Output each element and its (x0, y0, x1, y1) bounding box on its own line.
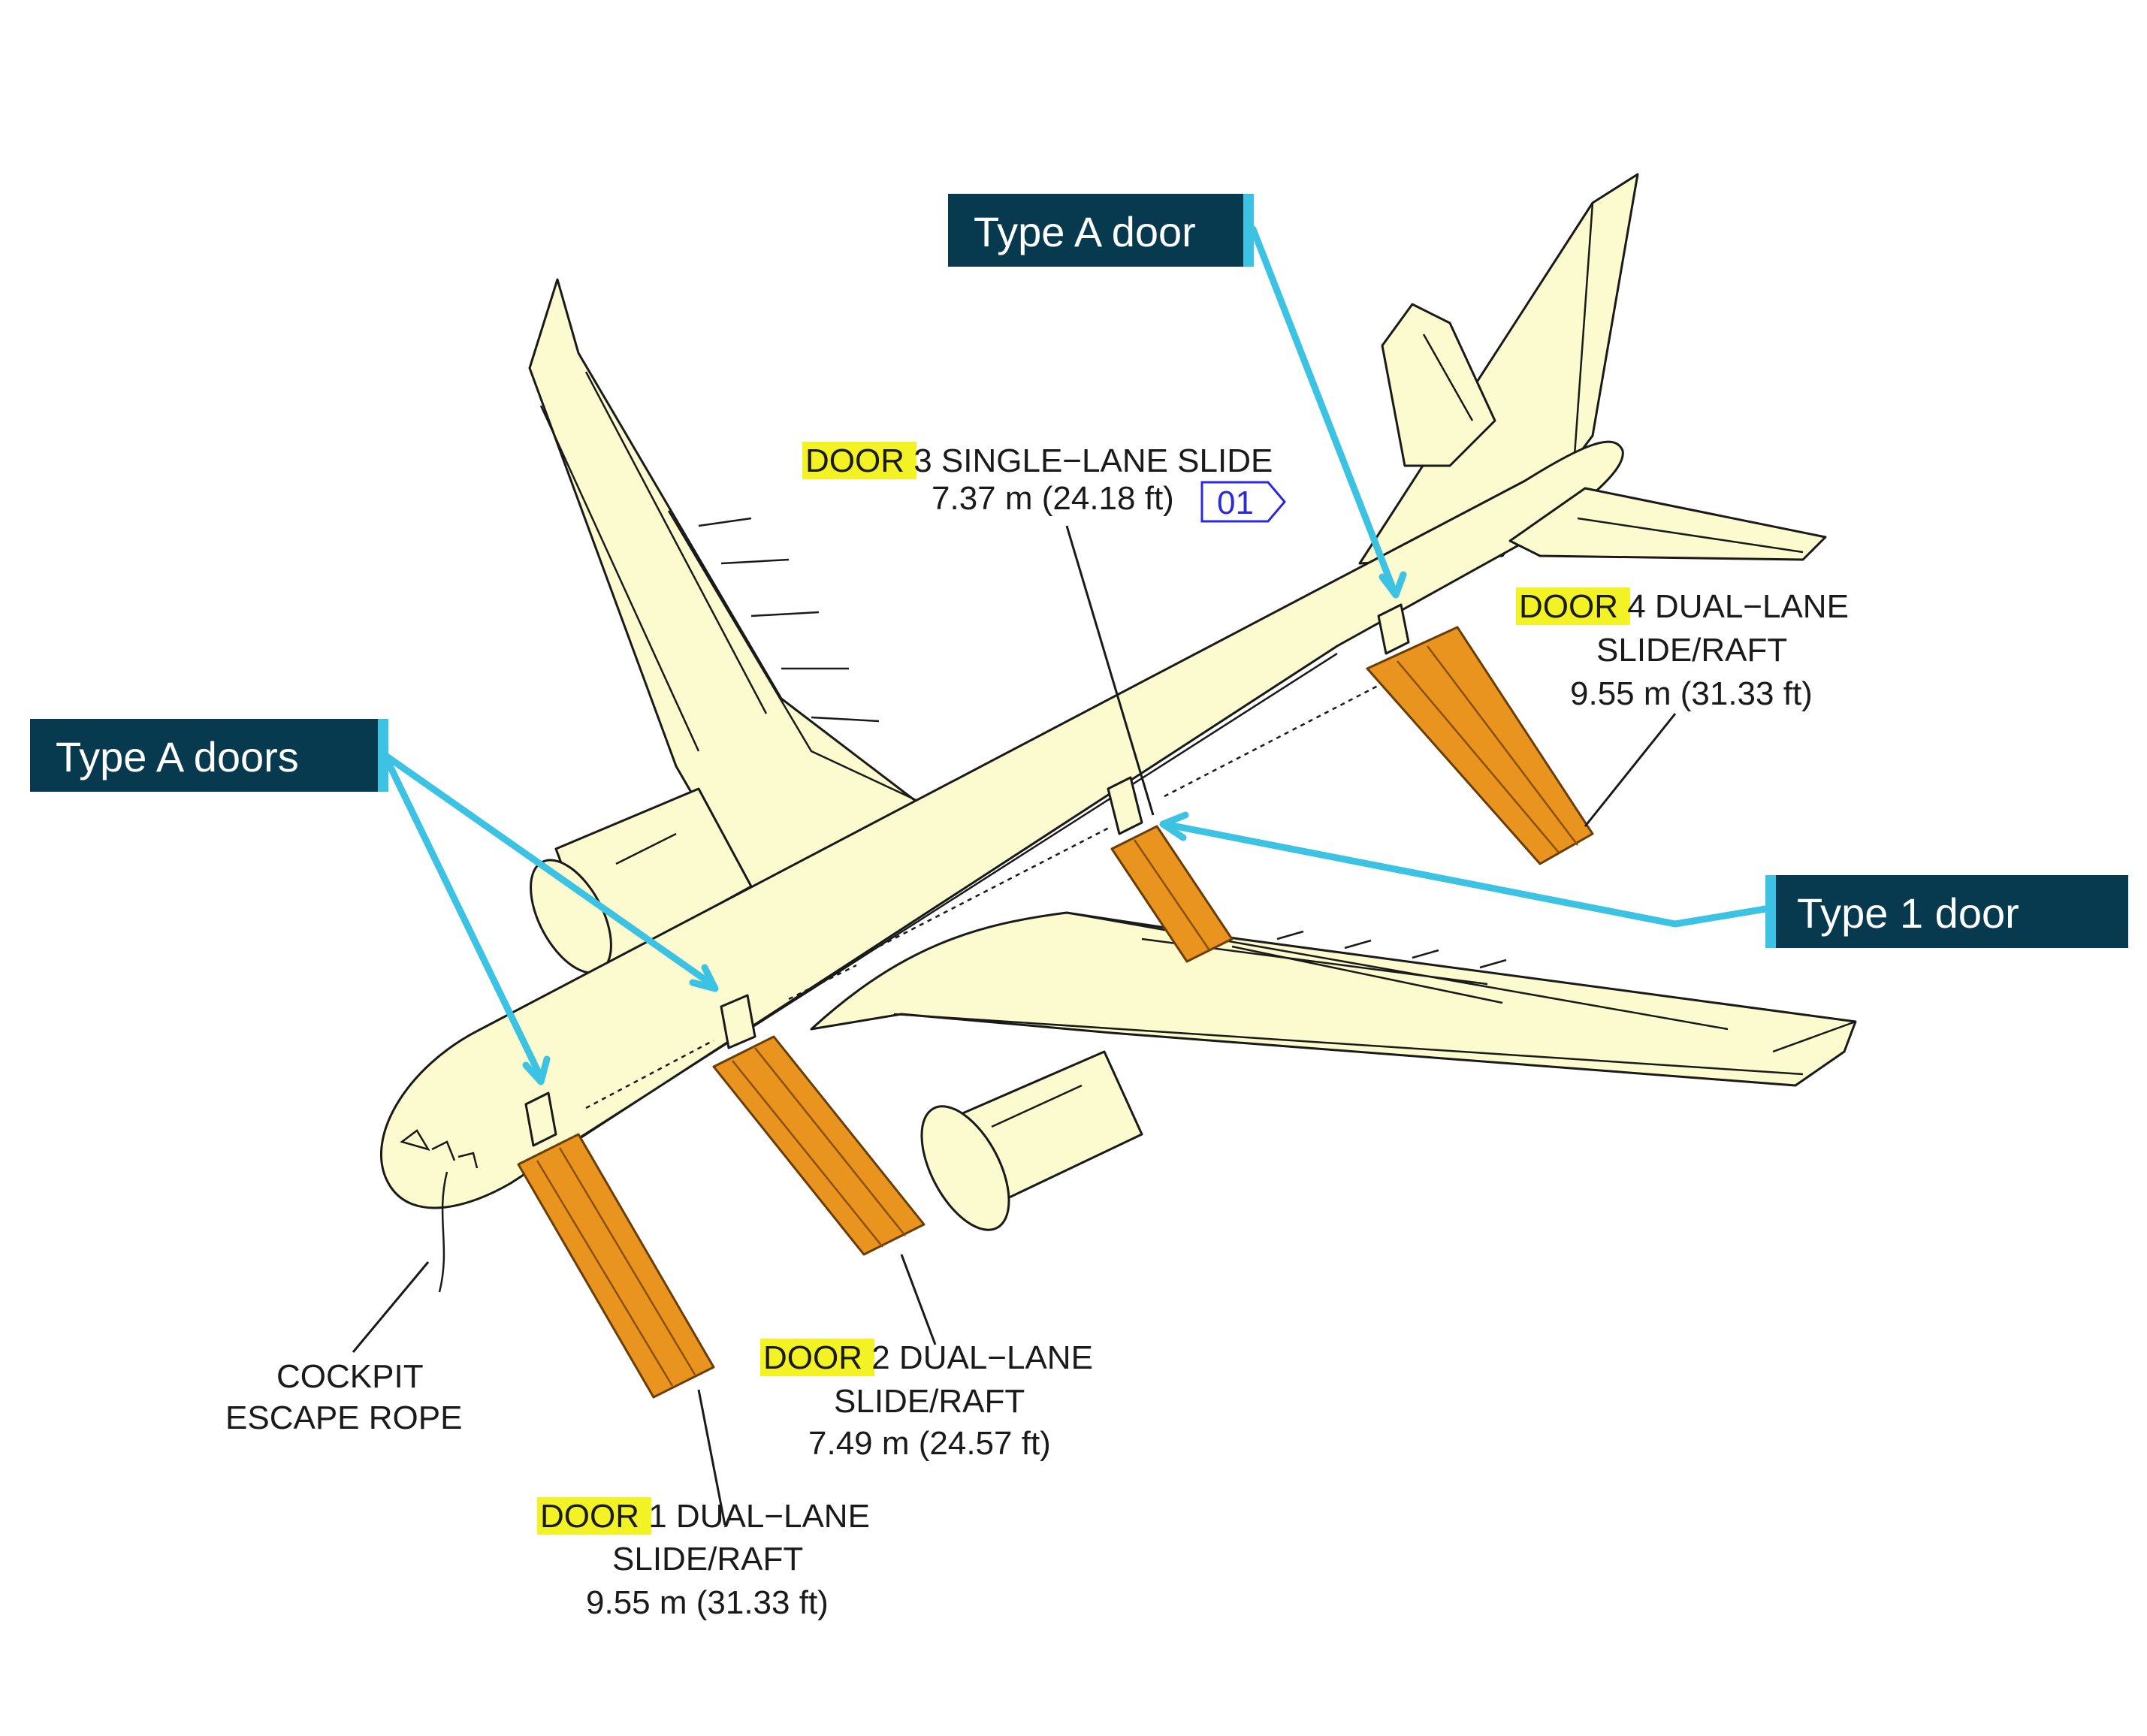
type-a-doors-text: Type A doors (56, 733, 299, 780)
door-1-length: 9.55 m (31.33 ft) (586, 1584, 829, 1621)
near-stabilizer (1508, 487, 1827, 561)
door-3-label: DOOR 3 SINGLE−LANE SLIDE 7.37 m (24.18 f… (802, 442, 1286, 523)
callout-arrows (381, 225, 1769, 1085)
svg-text:DOOR 1 DUAL−LANE: DOOR 1 DUAL−LANE (540, 1498, 870, 1535)
near-wing (810, 911, 1857, 1087)
far-stabilizer (1381, 303, 1496, 467)
door-2-slide (712, 994, 926, 1256)
type-a-doors-tag: Type A doors (30, 719, 388, 792)
door-1-title: 1 DUAL−LANE (639, 1498, 870, 1535)
fuselage (379, 440, 1624, 1293)
door-4-slide (1366, 603, 1594, 865)
door-2-type: SLIDE/RAFT (834, 1383, 1025, 1420)
door-keyword: DOOR (540, 1498, 639, 1535)
door-4-label: DOOR 4 DUAL−LANE SLIDE/RAFT 9.55 m (31.3… (1516, 587, 1849, 712)
door-4-type: SLIDE/RAFT (1596, 632, 1787, 669)
door-keyword: DOOR (1519, 588, 1618, 625)
door-2-label: DOOR 2 DUAL−LANE SLIDE/RAFT 7.49 m (24.5… (760, 1339, 1093, 1462)
revision-tag-icon (1200, 481, 1286, 523)
near-engine (920, 1050, 1143, 1231)
door-4-length: 9.55 m (31.33 ft) (1570, 675, 1813, 712)
revision-tag: 01 (1217, 485, 1254, 521)
door-1-label: DOOR 1 DUAL−LANE SLIDE/RAFT 9.55 m (31.3… (537, 1497, 870, 1621)
door-4-title: 4 DUAL−LANE (1618, 588, 1849, 625)
type-a-door-text: Type A door (974, 208, 1196, 255)
door-3-length: 7.37 m (24.18 ft) (932, 480, 1174, 517)
cockpit-label-line1: COCKPIT (276, 1358, 424, 1395)
svg-text:DOOR 4 DUAL−LANE: DOOR 4 DUAL−LANE (1519, 588, 1849, 625)
cockpit-label: COCKPIT ESCAPE ROPE (225, 1358, 462, 1436)
svg-text:DOOR 3 SINGLE−LANE SLIDE: DOOR 3 SINGLE−LANE SLIDE (805, 442, 1273, 479)
door-3-title: 3 SINGLE−LANE SLIDE (904, 442, 1273, 479)
leader-lines (352, 525, 1677, 1526)
type-1-door-text: Type 1 door (1797, 889, 2019, 937)
svg-text:DOOR 2 DUAL−LANE: DOOR 2 DUAL−LANE (763, 1339, 1093, 1376)
door-3-slide (1107, 776, 1234, 963)
door-2-length: 7.49 m (24.57 ft) (808, 1425, 1051, 1462)
type-a-door-tag: Type A door (948, 194, 1254, 267)
door-keyword: DOOR (763, 1339, 862, 1376)
door-2-title: 2 DUAL−LANE (862, 1339, 1093, 1376)
far-wing (528, 278, 941, 910)
door-1-slide (517, 1091, 715, 1399)
cockpit-label-line2: ESCAPE ROPE (225, 1399, 462, 1436)
type-1-door-tag: Type 1 door (1765, 875, 2128, 948)
door-1-type: SLIDE/RAFT (612, 1541, 803, 1577)
door-keyword: DOOR (805, 442, 904, 479)
